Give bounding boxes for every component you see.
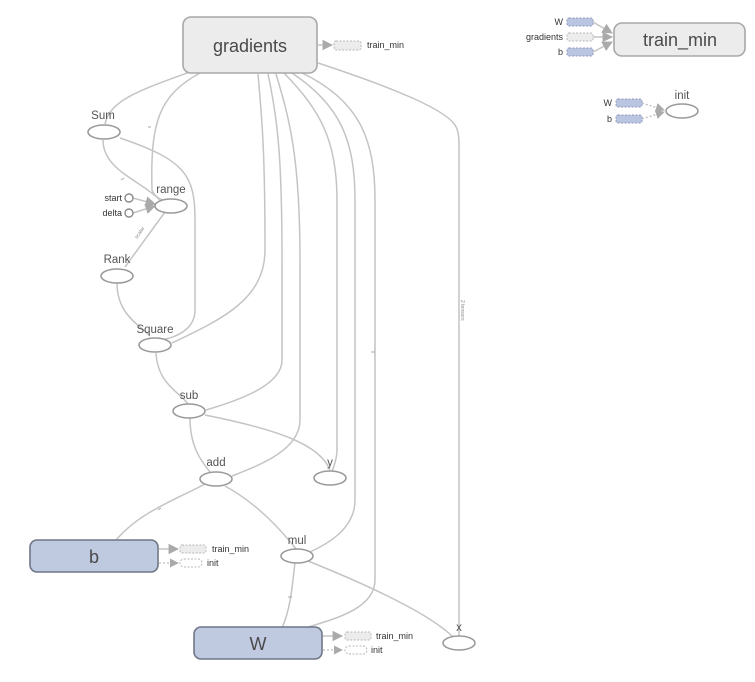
svg-text:W: W [555,17,564,27]
svg-text:gradients: gradients [526,32,564,42]
node-b[interactable]: b [29,539,159,573]
svg-text:mul: mul [288,535,307,547]
edge-add-mul [224,485,298,551]
edge-gradients-range [151,72,201,201]
svg-text:init: init [371,645,383,655]
node-delta[interactable]: delta [102,208,134,218]
edge-start-range [132,196,157,207]
edge-sum-square [119,137,196,341]
init-inputs: W b [604,98,665,124]
gradients-out-train_min[interactable]: train_min [318,39,404,51]
svg-text:init: init [675,90,691,102]
edge-gradients-add [231,73,301,477]
svg-text:W: W [250,634,267,654]
edge-add-b [115,483,206,541]
node-range[interactable]: range [154,184,188,214]
svg-text:b: b [607,114,612,124]
node-init[interactable]: init [665,90,699,119]
svg-text:y: y [327,457,333,469]
svg-text:train_min: train_min [376,631,413,641]
edge-gradients-y [283,72,338,473]
svg-text:Sum: Sum [91,110,115,122]
edges [102,62,460,637]
node-W[interactable]: W [193,626,323,660]
edge-gradients-W [299,71,376,629]
edge-sub-add [189,417,211,473]
edge-ticks [120,126,375,598]
edge-label-scalar: scalar [134,226,147,241]
edge-gradients-sum [104,71,191,125]
svg-text:b: b [89,547,99,567]
node-square[interactable]: Square [136,324,174,353]
node-gradients[interactable]: gradients [182,16,318,74]
node-sum[interactable]: Sum [87,110,121,140]
svg-text:add: add [206,457,225,469]
svg-text:init: init [207,558,219,568]
edge-delta-range [132,203,157,214]
node-y[interactable]: y [313,457,347,486]
edge-gradients-sub [205,73,283,411]
edge-sum-range [102,139,161,201]
W-outputs: train_min init [323,630,413,655]
edge-gradients-mul [291,72,356,553]
node-add[interactable]: add [199,457,233,487]
svg-text:W: W [604,98,613,108]
edge-square-sub [155,352,189,405]
svg-text:train_min: train_min [367,40,404,50]
node-train_min-label: train_min [643,30,717,51]
edge-mul-W [281,561,296,629]
node-gradients-label: gradients [213,36,287,56]
edge-mul-x [307,560,453,637]
node-mul[interactable]: mul [280,535,314,564]
node-x[interactable]: x [442,622,476,651]
node-sub[interactable]: sub [172,390,206,419]
svg-text:start: start [104,193,122,203]
svg-text:sub: sub [180,390,199,402]
edge-rank-square [116,282,151,337]
b-outputs: train_min init [159,543,249,568]
edge-gradients-x [317,62,460,636]
svg-text:x: x [456,622,462,634]
edge-sub-y [204,414,331,471]
svg-text:delta: delta [102,208,122,218]
edge-gradients-square [171,73,266,344]
node-rank[interactable]: Rank [100,254,134,284]
svg-text:train_min: train_min [212,544,249,554]
edge-rank-range [124,211,166,268]
node-start[interactable]: start [104,193,134,203]
svg-text:b: b [558,47,563,57]
svg-text:Rank: Rank [104,254,131,266]
svg-text:Square: Square [136,324,173,336]
train_min-inputs: W gradients b [526,17,614,57]
edge-label-2-tensors: 2 tensors [459,300,465,321]
svg-text:range: range [156,184,185,196]
node-train_min[interactable]: train_min [613,22,746,57]
